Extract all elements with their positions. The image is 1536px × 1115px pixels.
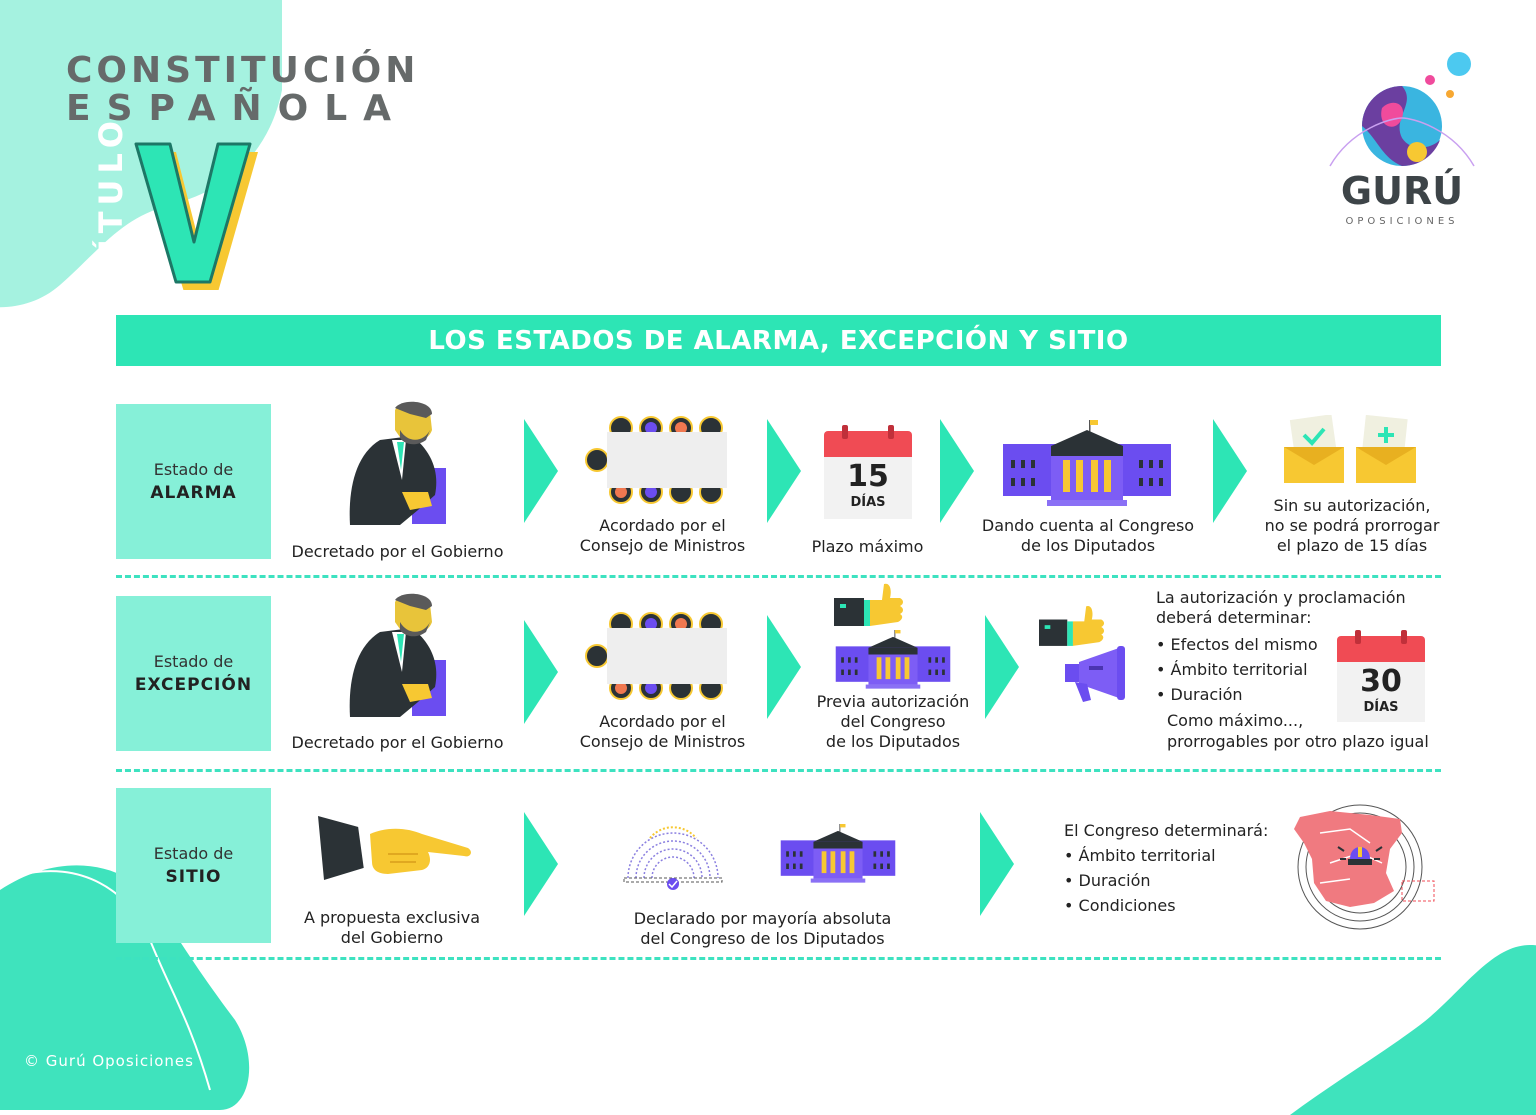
row-label-title: SITIO [165,867,222,887]
caption-line: de los Diputados [825,732,961,751]
flow-arrow [985,615,1019,719]
caption-line: el plazo de 15 días [1276,536,1428,555]
spain-map-alert-icon [1294,804,1435,930]
step-decretado: Decretado por el Gobierno [291,542,504,561]
sitio-list: • Ámbito territorial • Duración • Condic… [1064,843,1216,918]
step-dando-cuenta: Dando cuenta al Congreso de los Diputado… [978,516,1198,556]
step-plazo: Plazo máximo [811,537,924,556]
list-item: • Condiciones [1064,896,1176,915]
text-line: La autorización y proclamación [1156,588,1406,607]
flow-arrow [1213,419,1247,523]
header-line2: ESPAÑOLA [66,88,407,129]
caption-line: no se podrá prorrogar [1264,516,1440,535]
roman-numeral-v [134,142,258,290]
flow-arrow [767,419,801,523]
section-banner: LOS ESTADOS DE ALARMA, EXCEPCIÓN Y SITIO [116,315,1441,366]
flow-arrow [940,419,974,523]
excepcion-intro: La autorización y proclamación deberá de… [1156,588,1406,628]
flow-arrow [524,812,558,916]
row-label-excepcion: Estado de EXCEPCIÓN [116,596,271,751]
caption-line: Acordado por el [599,516,726,535]
row-divider [116,769,1441,772]
flow-arrow [767,615,801,719]
flow-arrow [524,620,558,724]
guru-logo-icon: GURÚ OPOSICIONES [1329,52,1475,227]
caption-line: A propuesta exclusiva [303,908,481,927]
step-previa-autorizacion: Previa autorización del Congreso de los … [808,692,978,752]
hemicycle-icon [623,826,723,890]
caption-line: del Congreso [840,712,946,731]
congress-building-icon [780,824,896,883]
council-table-icon [585,416,727,504]
text-line: prorrogables por otro plazo igual [1167,732,1429,751]
calendar-unit: DÍAS [1363,700,1399,715]
excepcion-list: • Efectos del mismo • Ámbito territorial… [1156,632,1318,707]
row-label-title: EXCEPCIÓN [134,675,253,695]
row-label-sitio: Estado de SITIO [116,788,271,943]
megaphone-icon [1065,646,1125,702]
list-item: • Ámbito territorial [1064,846,1216,865]
row-label-prefix: Estado de [153,844,234,863]
congress-building-icon [1003,420,1171,506]
caption-line: Previa autorización [816,692,970,711]
congress-building-icon [835,630,951,689]
row-label-prefix: Estado de [153,460,234,479]
list-item: • Efectos del mismo [1156,635,1318,654]
logo-sub: OPOSICIONES [1345,216,1458,227]
caption-line: Declarado por mayoría absoluta [633,909,892,928]
step-acordado: Acordado por el Consejo de Ministros [575,516,750,556]
row-label-alarma: Estado de ALARMA [116,404,271,559]
caption-line: del Gobierno [340,928,444,947]
sitio-intro: El Congreso determinará: [1064,821,1269,840]
businessman-signing-icon [349,593,446,717]
caption-line: Sin su autorización, [1273,496,1431,515]
list-item: • Ámbito territorial [1156,660,1308,679]
text-line: Como máximo..., [1167,711,1304,730]
thumbs-up-icon [834,583,903,626]
step-propuesta: A propuesta exclusiva del Gobierno [292,908,492,948]
flow-arrow [524,419,558,523]
thumbs-up-icon [1039,606,1105,646]
caption-line: del Congreso de los Diputados [640,929,885,948]
header-line1: CONSTITUCIÓN [66,50,420,91]
calendar-icon: 30 DÍAS [1337,630,1425,722]
titulo-vertical-label: TÍTULO [92,115,130,279]
step-sin-autorizacion: Sin su autorización, no se podrá prorrog… [1252,496,1452,556]
row-label-title: ALARMA [150,483,237,503]
calendar-number: 30 [1360,664,1402,699]
excepcion-note: Como máximo..., prorrogables por otro pl… [1167,710,1429,752]
step-acordado: Acordado por el Consejo de Ministros [575,712,750,752]
step-decretado: Decretado por el Gobierno [291,733,504,752]
logo-brand: GURÚ [1341,169,1463,213]
copyright: © Gurú Oposiciones [24,1052,194,1070]
step-declarado: Declarado por mayoría absoluta del Congr… [620,909,905,949]
ballot-box-icon [1284,415,1416,483]
caption-line: Acordado por el [599,712,726,731]
list-item: • Duración [1064,871,1151,890]
calendar-icon: 15 DÍAS [824,425,912,519]
caption-line: Consejo de Ministros [579,536,746,555]
row-divider [116,575,1441,578]
calendar-unit: DÍAS [850,495,886,510]
caption-line: de los Diputados [1020,536,1156,555]
row-divider [116,957,1441,960]
decorative-blob-bottom-right [1290,945,1536,1115]
businessman-signing-icon [349,401,446,525]
caption-line: Dando cuenta al Congreso [981,516,1195,535]
list-item: • Duración [1156,685,1243,704]
pointing-hand-icon [318,816,471,880]
row-label-prefix: Estado de [153,652,234,671]
text-line: deberá determinar: [1156,608,1312,627]
caption-line: Consejo de Ministros [579,732,746,751]
calendar-number: 15 [847,459,889,494]
flow-arrow [980,812,1014,916]
council-table-icon [585,612,727,700]
